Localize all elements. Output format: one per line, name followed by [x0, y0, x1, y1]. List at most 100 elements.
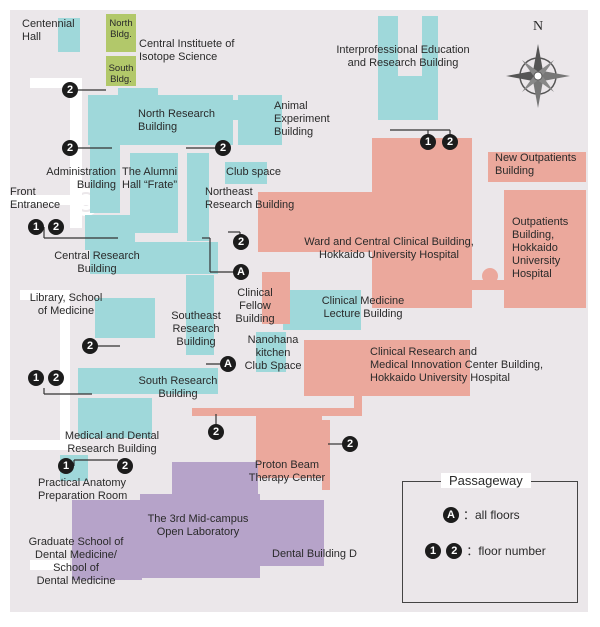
passage-floor2-badge: 2: [342, 436, 358, 452]
passage-floor1-badge: 1: [420, 134, 436, 150]
passage-floor2-badge: 2: [117, 458, 133, 474]
ward-west-wing: [258, 192, 374, 252]
new-outpatients-bldg: [488, 152, 586, 182]
label-club-space: Club space: [226, 166, 282, 178]
passage-floor2-badge: 2: [82, 338, 98, 354]
dental-building-d: [258, 500, 324, 566]
proton-beam-bldg: [256, 410, 322, 478]
passage-floor2-badge: 2: [208, 424, 224, 440]
north-bldg-block: [106, 14, 136, 52]
medical-buildings: [58, 16, 438, 481]
administration-bldg: [90, 145, 120, 213]
library-bldg: [95, 298, 155, 338]
outpatients-link: [472, 280, 506, 290]
isotope-buildings: [106, 14, 136, 86]
outpatients-bldg: [504, 190, 586, 308]
corridor-vertical: [322, 420, 330, 490]
southeast-research-bldg: [186, 275, 214, 355]
passage-all-floors-badge: A: [233, 264, 249, 280]
legend: Passageway A ：all floors 1 2：floor number: [402, 473, 578, 603]
fellow-bldg: [262, 272, 290, 324]
legend-floor2-badge: 2: [446, 542, 463, 559]
north-research-bldg: [88, 95, 233, 145]
legend-all-floors-text: ：all floors: [463, 508, 520, 522]
outpatients-dome: [482, 268, 498, 284]
clinical-lecture-bldg: [283, 290, 361, 330]
label-dental-d: Dental Building D: [272, 548, 357, 560]
legend-row-all-floors: A ：all floors: [443, 506, 520, 523]
ward-central-bldg: [372, 138, 472, 308]
label-ward-central: Ward and Central Clinical Building,Hokka…: [304, 236, 474, 261]
south-research-bldg: [78, 368, 218, 394]
passage-floor2-badge: 2: [233, 234, 249, 250]
dental-main-center: [140, 494, 260, 578]
passage-floor1-badge: 1: [28, 370, 44, 386]
interprof-right: [422, 16, 438, 76]
passage-floor2-badge: 2: [48, 370, 64, 386]
club-space-bldg: [225, 162, 267, 184]
legend-title: Passageway: [441, 473, 531, 488]
passage-floor1-badge: 1: [58, 458, 74, 474]
passage-floor2-badge: 2: [48, 219, 64, 235]
south-bldg-block: [106, 56, 136, 86]
compass-north-label: N: [533, 19, 544, 34]
animal-link: [225, 100, 240, 120]
animal-experiment-bldg: [238, 95, 282, 145]
alumni-hall-bldg: [130, 153, 178, 233]
medical-dental-bldg: [78, 398, 152, 438]
hospital-buildings: [192, 138, 586, 490]
north-research-top: [118, 88, 158, 98]
legend-all-floors-badge: A: [443, 506, 459, 523]
interprof-left: [378, 16, 398, 76]
legend-floor-number-text: ：floor number: [466, 544, 546, 558]
passage-all-floors-badge: A: [220, 356, 236, 372]
connector-lines: [43, 89, 451, 466]
passage-floor2-badge: 2: [215, 140, 231, 156]
dental-main-west: [72, 500, 142, 580]
legend-floor1-badge: 1: [425, 542, 441, 559]
dental-buildings: [72, 462, 324, 580]
nanohana-bldg: [256, 332, 286, 372]
legend-row-floor-number: 1 2：floor number: [425, 542, 546, 559]
compass-rose-icon: [506, 44, 570, 108]
passage-floor2-badge: 2: [62, 140, 78, 156]
passage-floor2-badge: 2: [62, 82, 78, 98]
centennial-hall-bldg: [58, 18, 80, 52]
interprof-base: [378, 76, 438, 120]
corridor-east: [354, 392, 362, 414]
clinical-research-center: [304, 340, 470, 396]
passage-floor2-badge: 2: [442, 134, 458, 150]
corridor-south: [192, 408, 362, 416]
northeast-research-bldg: [187, 153, 209, 241]
passage-floor1-badge: 1: [28, 219, 44, 235]
